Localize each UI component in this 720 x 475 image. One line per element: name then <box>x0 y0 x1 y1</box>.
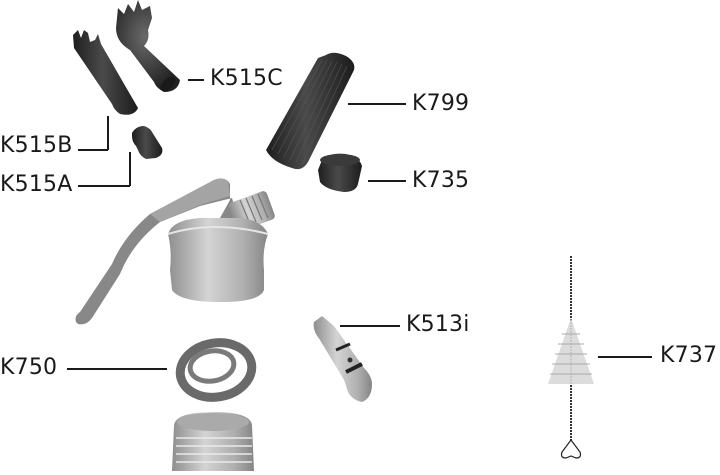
label-k735: K735 <box>412 168 470 193</box>
part-k515c-tip <box>116 0 180 92</box>
leader-line-k515a-h <box>78 185 130 187</box>
label-k799: K799 <box>412 91 470 116</box>
part-k735-cap <box>318 153 362 192</box>
leader-line-k515b-v <box>107 116 109 150</box>
leader-line-k799 <box>348 103 406 105</box>
label-k750: K750 <box>0 355 58 380</box>
part-k737-brush <box>548 256 594 459</box>
leader-line-k513i <box>340 325 400 327</box>
part-k513i-valve <box>313 316 372 402</box>
label-k515c: K515C <box>210 66 283 91</box>
label-k515b: K515B <box>0 133 73 158</box>
leader-line-k515c <box>188 79 204 81</box>
part-dispenser-head <box>75 178 275 325</box>
label-k515a: K515A <box>0 172 73 197</box>
part-k515a-adapter <box>132 126 163 159</box>
part-bottle-neck <box>172 412 254 471</box>
leader-line-k737 <box>598 356 652 358</box>
label-k513i: K513i <box>406 312 470 337</box>
leader-line-k515b-h <box>78 149 108 151</box>
part-k515b-tip <box>73 30 138 115</box>
part-k750-gasket <box>175 338 257 402</box>
leader-line-k515a-v <box>129 152 131 186</box>
part-k799-sleeve <box>266 52 355 170</box>
leader-line-k735 <box>368 180 406 182</box>
leader-line-k750 <box>67 368 167 370</box>
label-k737: K737 <box>660 343 718 368</box>
